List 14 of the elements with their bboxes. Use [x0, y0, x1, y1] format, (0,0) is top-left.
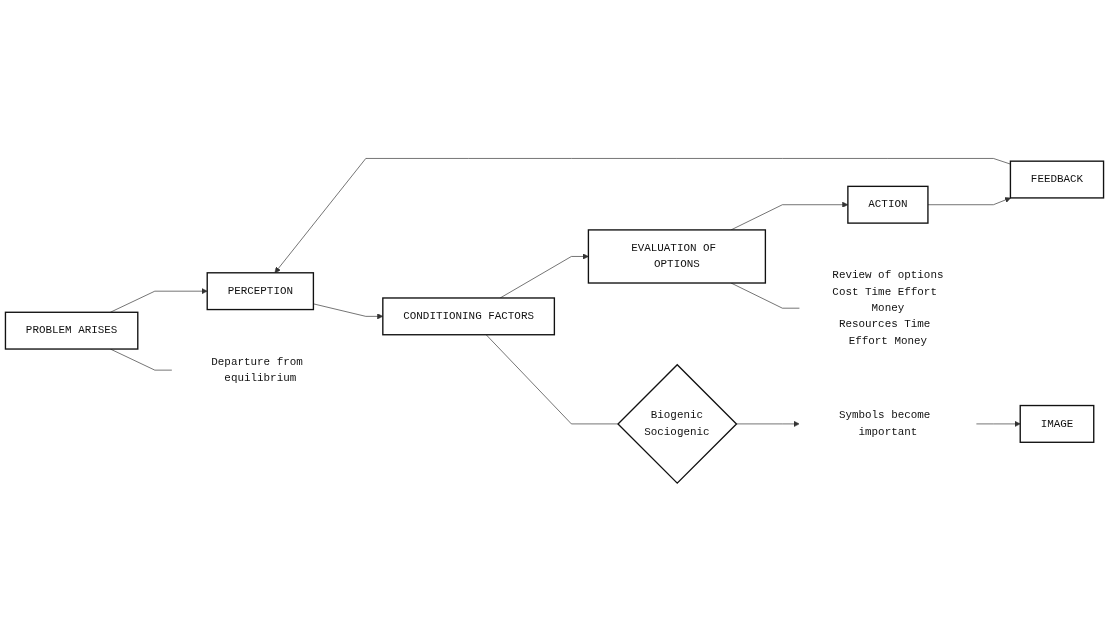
node-box: PERCEPTION [206, 271, 315, 310]
node-box: PROBLEM ARISES [4, 311, 139, 350]
node-box: FEEDBACK [1009, 160, 1105, 199]
node-text: Symbols become important [838, 409, 931, 438]
connector [485, 334, 618, 424]
node-box: CONDITIONING FACTORS [382, 297, 556, 336]
node-box: IMAGE [1019, 404, 1095, 443]
node-box: EVALUATION OF OPTIONS [587, 228, 767, 284]
node-text: Review of options Cost Time Effort Money Resources Time Effort Money [832, 269, 944, 347]
connector [730, 282, 800, 309]
node-diamond: Biogenic Sociogenic [617, 363, 738, 484]
node-text: Departure from equilibrium [211, 355, 303, 385]
connector [110, 348, 173, 371]
node-box: ACTION [847, 185, 929, 224]
